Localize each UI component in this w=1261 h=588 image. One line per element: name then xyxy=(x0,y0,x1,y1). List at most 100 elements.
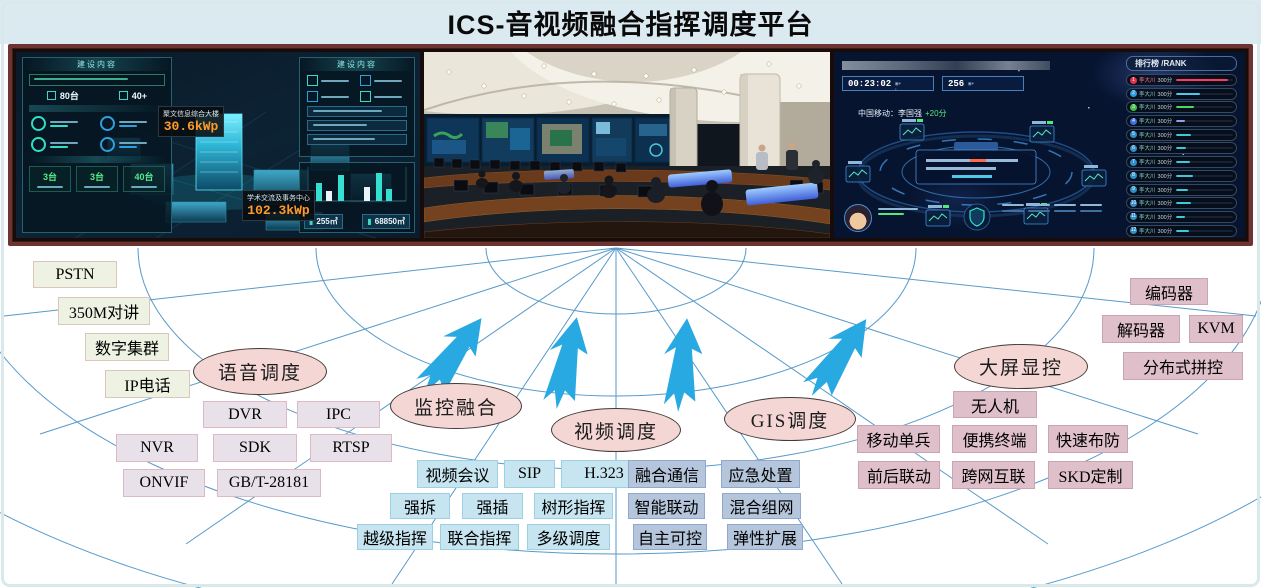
rank-row: 2 李大川 300分 xyxy=(1126,87,1237,100)
box-ipc: IPC xyxy=(297,401,380,428)
building-callout: 聚文信息综合大楼 30.6kWp xyxy=(158,106,224,137)
box-skip-level-command: 越级指挥 xyxy=(357,524,433,550)
bottom-stat: 3台 xyxy=(29,166,71,192)
building-callout: 学术交流及事务中心 102.3kWp xyxy=(242,190,315,221)
rank-panel: 排行榜 /RANK 1 李大川 300分 2 李大川 300分 3 李大川 30… xyxy=(1122,52,1241,238)
rank-bar xyxy=(1176,147,1233,150)
summary-strip xyxy=(29,74,165,86)
rank-bar xyxy=(1176,133,1233,136)
icon-item xyxy=(359,91,408,102)
box-skd-custom: SKD定制 xyxy=(1048,461,1133,489)
box-force-insert: 强插 xyxy=(462,493,523,519)
up-arrows xyxy=(416,317,867,412)
bottom-stat: 40台 xyxy=(123,166,165,192)
rank-name: 李大川 xyxy=(1139,105,1156,112)
rank-score: 300分 xyxy=(1157,201,1173,208)
rank-row: 8 李大川 300分 xyxy=(1126,169,1237,182)
box-self-controllable: 自主可控 xyxy=(633,524,707,550)
rank-row: 12 李大川 300分 xyxy=(1126,224,1237,237)
rank-row: 5 李大川 300分 xyxy=(1126,128,1237,141)
box-elastic-scaling: 弹性扩展 xyxy=(727,524,803,550)
gauge-item xyxy=(31,116,94,131)
rank-number: 2 xyxy=(1130,90,1137,98)
rank-bar xyxy=(1176,202,1233,205)
icon-item xyxy=(359,75,408,86)
box-nvr: NVR xyxy=(116,434,198,462)
box-sdk: SDK xyxy=(213,434,297,462)
rank-score: 300分 xyxy=(1157,228,1173,235)
rank-name: 李大川 xyxy=(1139,132,1156,139)
box-portable-terminal: 便携终端 xyxy=(952,425,1037,453)
video-wall-banner: 建设内容 80台 40+ 3台 3台 xyxy=(8,44,1253,246)
list-row xyxy=(307,106,407,117)
rank-score: 300分 xyxy=(1157,187,1173,194)
rank-number: 12 xyxy=(1130,227,1137,235)
avatar-stats xyxy=(878,208,926,215)
box-tree-command: 树形指挥 xyxy=(534,493,613,519)
node-gis-dispatch: GIS调度 xyxy=(724,397,856,441)
box-video-conference: 视频会议 xyxy=(417,460,498,488)
box-force-release: 强拆 xyxy=(390,493,450,519)
screen-control-room-photo xyxy=(424,52,830,238)
rank-number: 11 xyxy=(1130,213,1137,221)
rank-row: 7 李大川 300分 xyxy=(1126,156,1237,169)
box-dvr: DVR xyxy=(203,401,287,428)
rank-row: 3 李大川 300分 xyxy=(1126,101,1237,114)
gauge-item xyxy=(31,137,94,152)
shield-icon xyxy=(963,203,991,231)
rank-score: 300分 xyxy=(1157,173,1173,180)
rank-score: 300分 xyxy=(1157,119,1173,126)
title-band: ICS-音视频融合指挥调度平台 xyxy=(0,0,1261,44)
device-stat: 40+ xyxy=(118,89,147,102)
rank-row: 6 李大川 300分 xyxy=(1126,142,1237,155)
rank-name: 李大川 xyxy=(1139,228,1156,235)
icon-item xyxy=(307,91,355,102)
box-digital-trunking: 数字集群 xyxy=(85,333,169,361)
screen-campus-dashboard: 建设内容 80台 40+ 3台 3台 xyxy=(16,52,420,238)
rank-row: 11 李大川 300分 xyxy=(1126,210,1237,223)
rank-score: 300分 xyxy=(1157,91,1173,98)
box-converged-comms: 融合通信 xyxy=(628,460,706,488)
rank-score: 300分 xyxy=(1157,146,1173,153)
bottom-metrics xyxy=(1002,204,1102,212)
campus-chart-panel: ▮255㎡ ▮68850㎡ xyxy=(299,162,415,233)
rank-name: 李大川 xyxy=(1139,201,1156,208)
rank-bar xyxy=(1176,106,1233,109)
timer-box: 00:23:02▣▾ xyxy=(842,76,934,91)
rank-name: 李大川 xyxy=(1139,160,1156,167)
box-decoder: 解码器 xyxy=(1102,315,1180,343)
rank-name: 李大川 xyxy=(1139,78,1156,84)
rank-name: 李大川 xyxy=(1139,146,1156,153)
box-drone: 无人机 xyxy=(953,391,1037,418)
rank-score: 300分 xyxy=(1157,105,1173,112)
device-stat: 80台 xyxy=(46,89,79,102)
screen-network-dashboard: 00:23:02▣▾ 256▣▾ 中国移动：李国强+20分 xyxy=(834,52,1245,238)
rank-row: 9 李大川 300分 xyxy=(1126,183,1237,196)
rank-bar xyxy=(1176,120,1233,123)
node-display-control: 大屏显控 xyxy=(954,344,1088,389)
node-monitor-fusion: 监控融合 xyxy=(390,383,522,429)
panel-title: 建设内容 xyxy=(23,58,171,71)
box-pstn: PSTN xyxy=(33,261,117,288)
counter-box: 256▣▾ xyxy=(942,76,1024,91)
page-title: ICS-音视频融合指挥调度平台 xyxy=(447,9,814,40)
rank-number: 10 xyxy=(1130,199,1137,207)
rank-name: 李大川 xyxy=(1139,119,1156,126)
rank-bar xyxy=(1176,161,1233,164)
rank-score: 300分 xyxy=(1157,160,1173,167)
box-encoder: 编码器 xyxy=(1130,278,1208,305)
box-rapid-deployment: 快速布防 xyxy=(1048,425,1128,453)
rank-bar xyxy=(1176,215,1233,218)
node-video-dispatch: 视频调度 xyxy=(551,408,681,452)
rank-score: 300分 xyxy=(1157,78,1173,84)
rank-row: 4 李大川 300分 xyxy=(1126,115,1237,128)
rank-bar xyxy=(1176,229,1233,232)
rank-name: 李大川 xyxy=(1139,91,1156,98)
user-score-line: 中国移动：李国强+20分 xyxy=(858,109,947,118)
box-multilevel-dispatch: 多级调度 xyxy=(527,524,610,550)
rank-number: 8 xyxy=(1130,172,1137,180)
rank-number: 7 xyxy=(1130,158,1137,166)
box-distributed-splicing: 分布式拼控 xyxy=(1123,352,1243,380)
rank-number: 9 xyxy=(1130,186,1137,193)
